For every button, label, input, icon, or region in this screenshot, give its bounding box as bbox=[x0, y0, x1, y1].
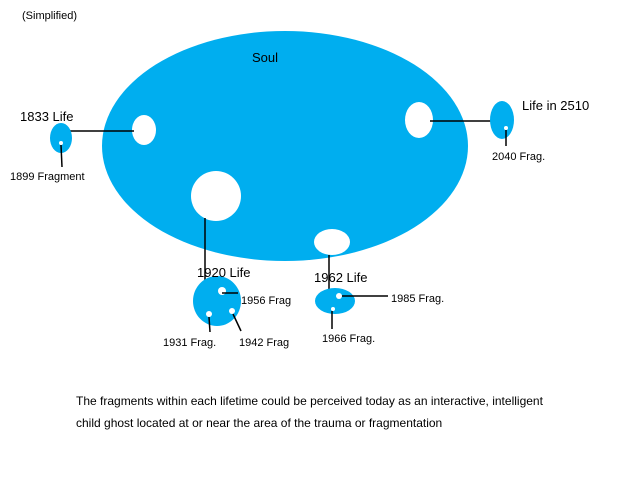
fragment-1966-hole bbox=[331, 307, 335, 311]
fragment-2040-label: 2040 Frag. bbox=[492, 151, 545, 163]
soul-ellipse bbox=[102, 31, 468, 261]
caption: The fragments within each lifetime could… bbox=[76, 390, 616, 434]
caption-line-1: The fragments within each lifetime could… bbox=[76, 394, 543, 408]
life-1962-bubble bbox=[315, 288, 355, 314]
fragment-1956-label: 1956 Frag bbox=[241, 295, 291, 307]
connector-1931 bbox=[208, 316, 211, 333]
simplified-note: (Simplified) bbox=[22, 10, 77, 22]
connector-1899 bbox=[60, 144, 63, 168]
fragment-1899-label: 1899 Fragment bbox=[10, 171, 85, 183]
soul-hole-1920 bbox=[191, 171, 241, 221]
soul-label: Soul bbox=[252, 50, 278, 65]
life-1920-bubble bbox=[193, 276, 241, 326]
fragment-1956-hole bbox=[218, 287, 226, 295]
fragment-1942-hole bbox=[229, 308, 235, 314]
life-1962-label: 1962 Life bbox=[314, 270, 368, 285]
life-1833-label: 1833 Life bbox=[20, 109, 74, 124]
fragment-1942-label: 1942 Frag bbox=[239, 337, 289, 349]
fragment-2040-hole bbox=[504, 126, 508, 130]
soul-hole-1962 bbox=[314, 229, 350, 255]
fragment-1985-hole bbox=[336, 293, 342, 299]
life-2510-label: Life in 2510 bbox=[522, 98, 589, 113]
caption-line-2: child ghost located at or near the area … bbox=[76, 416, 443, 430]
fragment-1931-hole bbox=[206, 311, 212, 317]
soul-hole-2510 bbox=[405, 102, 433, 138]
life-1920-label: 1920 Life bbox=[197, 265, 251, 280]
fragment-1899-hole bbox=[59, 141, 63, 145]
life-1833-bubble bbox=[50, 123, 72, 153]
fragment-1931-label: 1931 Frag. bbox=[163, 337, 216, 349]
fragment-1966-label: 1966 Frag. bbox=[322, 333, 375, 345]
fragment-1985-label: 1985 Frag. bbox=[391, 293, 444, 305]
life-2510-bubble bbox=[490, 101, 514, 139]
soul-hole-1833 bbox=[132, 115, 156, 145]
connector-1942 bbox=[232, 313, 242, 332]
